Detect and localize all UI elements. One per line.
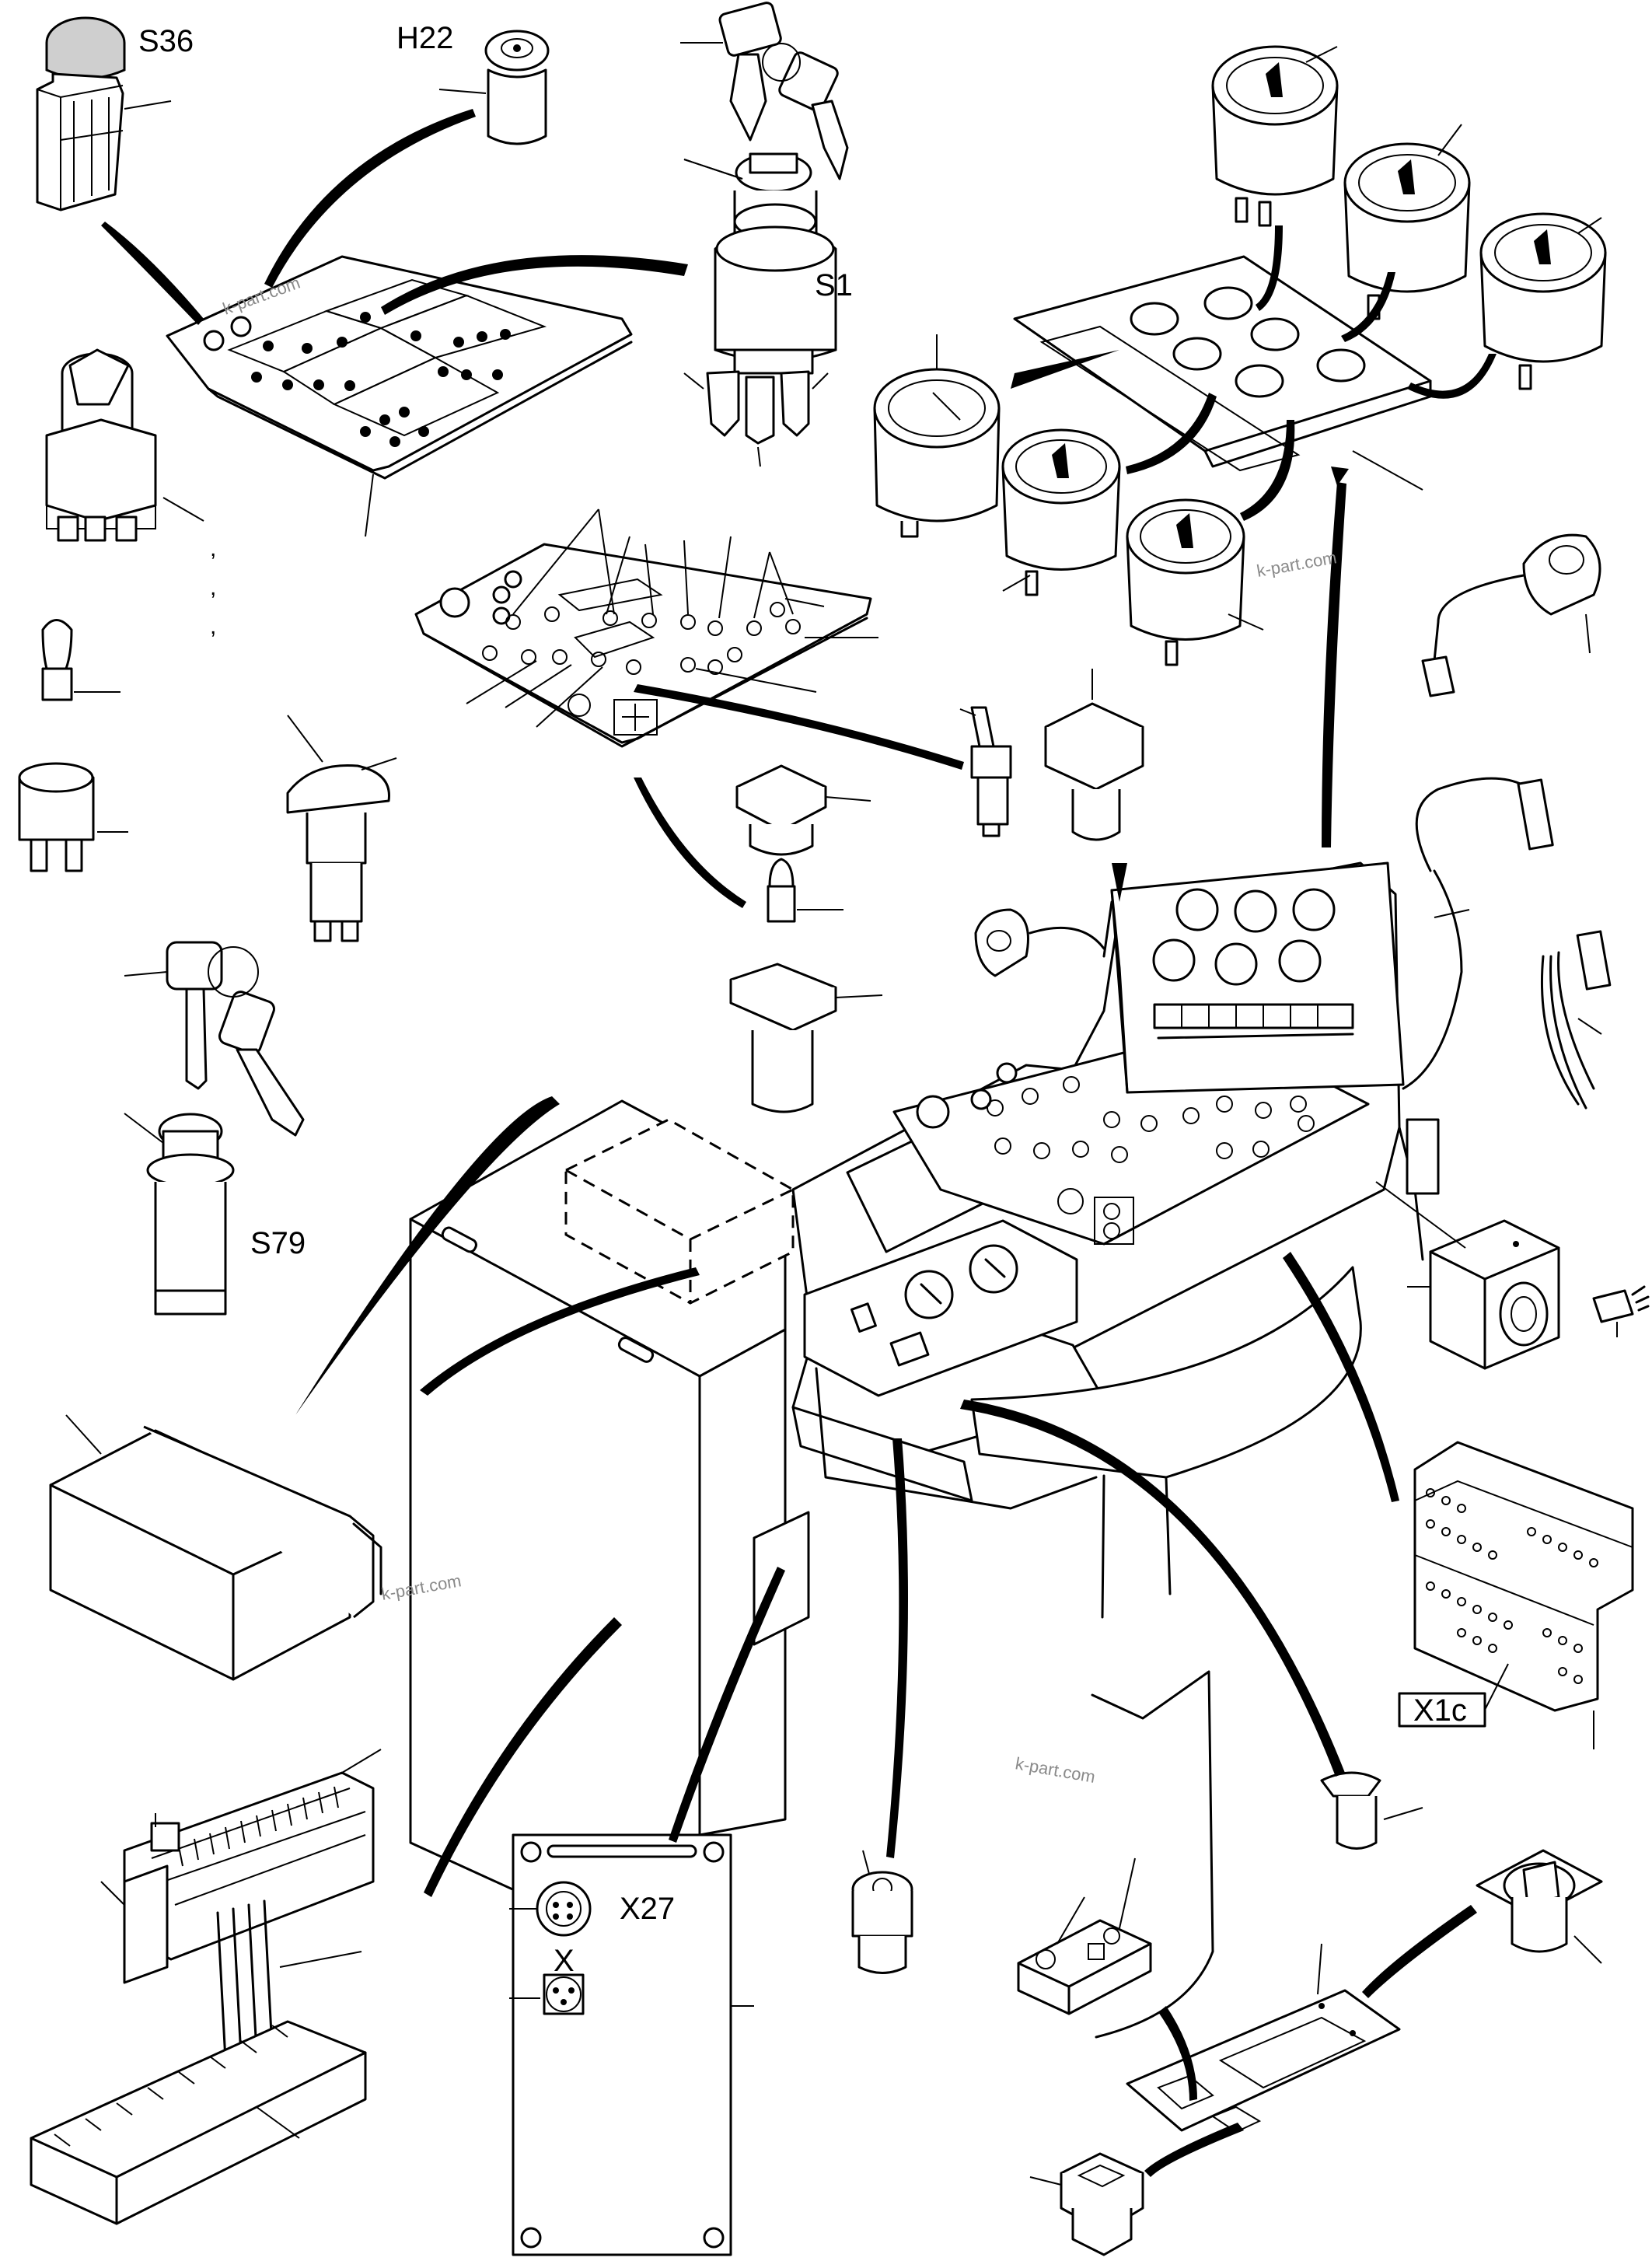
gauge-3 [1479,212,1607,390]
switch-plate-middle [414,508,878,748]
x27-label: X27 [620,1892,675,1926]
gauge-2 [1343,124,1471,320]
x1c-connector-block: X1c [1398,1441,1634,1749]
assembly-arrows [101,109,1497,2177]
switch-module-bottom [1017,1670,1214,2039]
keys-s79 [124,941,305,1137]
h22-label: H22 [396,21,453,55]
rotary-knob-bottom [1476,1849,1603,1964]
cable-connector-top-right [1421,533,1601,697]
watermark-2: k-part.com [1256,547,1339,581]
ignition-keys-top [680,2,849,180]
square-push-button [1044,669,1144,841]
switch-plate-top [166,255,633,537]
mounting-plate-bottom [1126,1943,1401,2133]
x1c-pin-grid [1426,1488,1598,1684]
h22-indicator-lamp: H22 [396,21,550,145]
cap-socket-middle [286,715,397,942]
control-console [409,861,1440,1976]
gauge-4 [873,334,1001,538]
s79-switch: S79 [124,1113,306,1316]
lens-cover [735,764,871,856]
socket-box-right [1375,1181,1650,1370]
indicator-lamp-bottom-right [1320,1771,1423,1850]
x1c-label: X1c [1413,1693,1467,1728]
small-connector-left [974,900,1113,977]
x-label: X [554,1944,575,1978]
bulb-left [41,619,120,701]
terminal-strip [30,1749,382,2225]
comma-2: , [210,575,216,600]
s36-emergency-stop: S36 [36,16,194,211]
lighter-bottom [851,1850,913,1974]
comma-3: , [210,613,216,639]
rotary-switch: , , , [45,348,216,639]
cable-connector-mid-right [1402,777,1554,1090]
wire-harness-right [1540,930,1612,1110]
gauge-plate [1013,255,1432,491]
control-unit-box [49,1414,382,1681]
watermark-4: k-part.com [1014,1753,1097,1787]
s1-ignition-switch: S1 [683,152,853,467]
lamp-socket-left [18,762,128,872]
small-bulb [767,858,843,923]
connector-panel-x27: X27 X [509,1833,754,2256]
s36-label: S36 [138,24,194,58]
comma-1: , [210,536,216,561]
rocker-switch-bottom [1029,2152,1144,2256]
s79-label: S79 [250,1226,306,1260]
lamp-holder [729,963,883,1113]
gauge-5 [1001,428,1121,596]
gauge-1 [1211,45,1339,227]
toggle-switch [959,706,1012,837]
s1-label: S1 [815,268,853,302]
gauge-6 [1126,498,1264,666]
panel-switch-row [987,1076,1315,1163]
